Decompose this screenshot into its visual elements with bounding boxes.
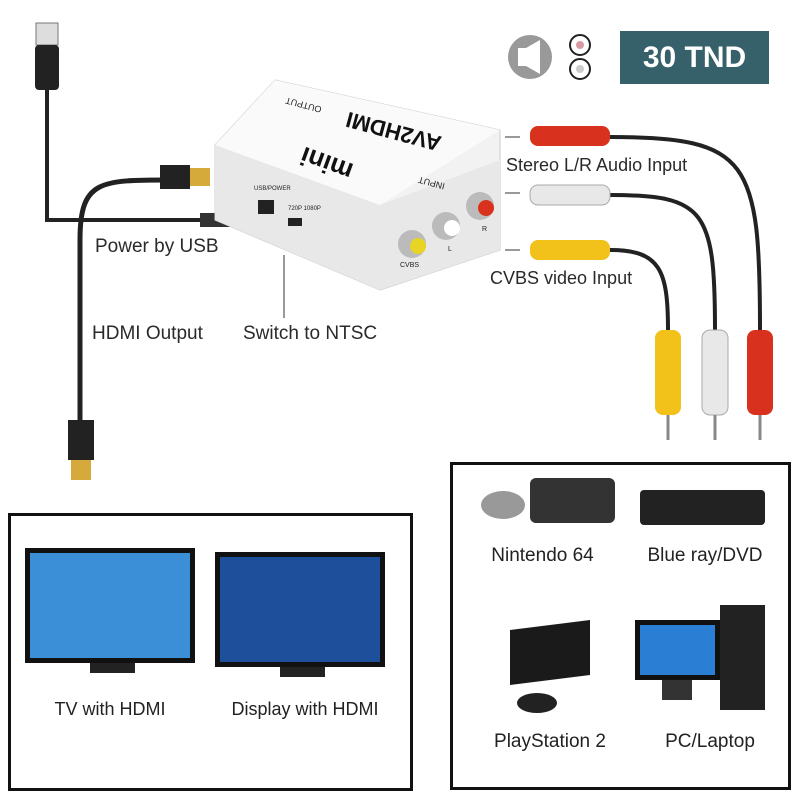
display-label: Display with HDMI (231, 699, 379, 719)
playstation-2-label: PlayStation 2 (494, 731, 606, 752)
playstation-2-icon (510, 620, 590, 713)
outputs-panel (8, 513, 413, 791)
av2hdmi-converter (214, 79, 501, 291)
pc-icon (635, 605, 765, 710)
left-port-label: L (448, 246, 452, 253)
usb-plug-icon (35, 22, 59, 90)
tv-icon (25, 548, 195, 673)
tv-label: TV with HDMI (54, 699, 166, 719)
pc-laptop-label: PC/Laptop (665, 731, 755, 752)
switch-ntsc-label: Switch to NTSC (243, 323, 378, 344)
bluray-player-icon (640, 490, 765, 525)
display-icon (215, 552, 385, 677)
price-badge: 30 TND (620, 31, 769, 84)
nintendo-64-icon (481, 478, 615, 523)
cvbs-video-label: CVBS video Input (490, 268, 633, 288)
usb-power-port-label: USB/POWER (254, 186, 291, 192)
hdmi-plug-icon (68, 165, 210, 480)
power-usb-label: Power by USB (95, 236, 219, 257)
nintendo-64-label: Nintendo 64 (491, 545, 594, 566)
switch-label: 720P 1080P (288, 206, 321, 212)
bluray-dvd-label: Blue ray/DVD (647, 545, 763, 566)
sources-panel (450, 462, 791, 790)
stereo-audio-label: Stereo L/R Audio Input (506, 155, 688, 175)
right-port-label: R (482, 226, 488, 233)
rca-jack-icon (569, 34, 591, 80)
hdmi-output-label: HDMI Output (92, 323, 203, 344)
speaker-icon (508, 35, 552, 79)
cvbs-port-label: CVBS (400, 262, 420, 269)
